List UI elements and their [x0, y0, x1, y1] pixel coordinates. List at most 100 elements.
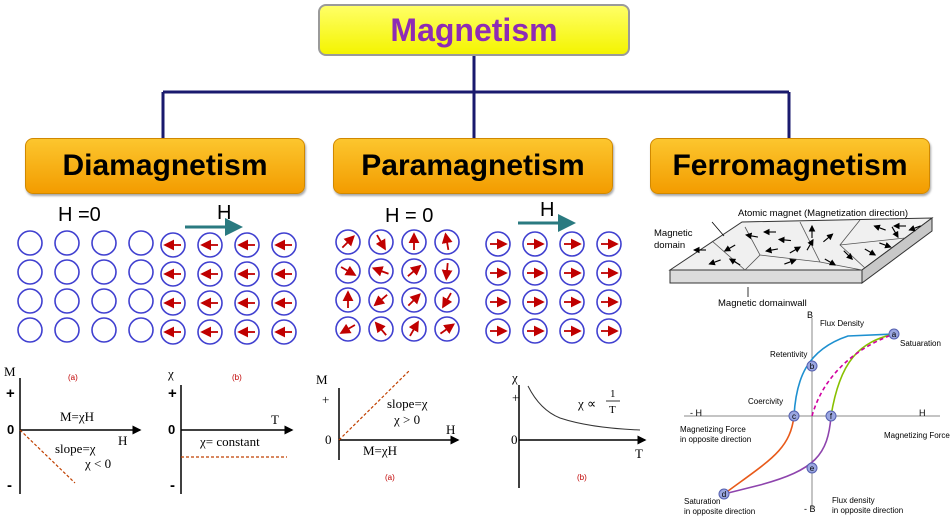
hysteresis-points: a b c d e f: [718, 328, 900, 500]
hyst-neg-b: - B: [804, 504, 816, 514]
para-h0-dipole: [368, 316, 394, 342]
para-a-cond: χ > 0: [393, 412, 420, 427]
para-h-dipole: [522, 289, 548, 315]
dia-a-tag: (a): [68, 373, 78, 382]
para-h-dipole: [522, 260, 548, 286]
dia-a-eq: M=χH: [60, 409, 94, 424]
dia-h0-dipole: [128, 259, 154, 285]
dia-graph-b: χ + 0 - T (b) χ= constant: [167, 366, 294, 494]
domain-arrow: [879, 242, 892, 249]
para-h-dipole: [559, 231, 585, 257]
para-h-dipole: [485, 289, 511, 315]
dia-grid-with-field: [160, 232, 297, 345]
dia-h0-dipole: [17, 317, 43, 343]
para-b-eq: χ ∝: [577, 396, 596, 411]
para-grid-with-field: [485, 231, 622, 344]
para-h0-dipole: [335, 316, 361, 342]
para-a-axis-x: H: [446, 422, 455, 437]
para-graph-b: χ + 0 T χ ∝ 1 T (b): [511, 370, 647, 488]
para-a-eq: M=χH: [363, 443, 397, 458]
svg-text:a: a: [892, 330, 897, 339]
dia-h0-dipole: [54, 288, 80, 314]
paramagnetism-box: Paramagnetism: [333, 138, 613, 194]
dia-h-dipole: [234, 261, 260, 287]
domain-arrow: [728, 258, 741, 266]
dia-a-cond: χ < 0: [84, 456, 111, 471]
dia-h0-dipole: [91, 230, 117, 256]
hyst-h-axis: H: [919, 408, 926, 418]
hysteresis-point-d: d: [718, 488, 730, 500]
domain-arrow: [843, 250, 854, 261]
para-a-tag: (a): [385, 473, 395, 482]
para-h0-dipole: [335, 287, 361, 313]
domain-arrow: [745, 232, 759, 240]
svg-text:c: c: [792, 412, 796, 421]
para-h0-dipole: [368, 229, 394, 255]
dia-b-zero: 0: [168, 422, 175, 437]
dia-a-axis-y: M: [4, 364, 16, 379]
para-a-plus: +: [322, 392, 329, 407]
dia-h0-dipole: [17, 288, 43, 314]
ferro-domain-wall: Magnetic domainwall: [718, 298, 807, 309]
dia-h-dipole: [160, 319, 186, 345]
dia-grid-no-field: [17, 230, 154, 343]
hyst-sat-opp-1: Saturation: [684, 497, 720, 506]
dia-h0-dipole: [91, 317, 117, 343]
dia-b-eq: χ= constant: [199, 434, 260, 449]
dia-h0-dipole: [54, 259, 80, 285]
para-h-dipole: [559, 289, 585, 315]
hyst-sat-opp-2: in opposite direction: [684, 507, 755, 516]
para-h0-dipole: [368, 287, 394, 313]
domain-arrow: [908, 225, 921, 232]
hysteresis-point-e: e: [806, 462, 818, 474]
para-h0-dipole: [434, 287, 460, 313]
para-h0-dipole: [368, 258, 394, 284]
svg-text:f: f: [830, 412, 833, 421]
para-h0-dipole: [335, 229, 361, 255]
para-b-tag: (b): [577, 473, 587, 482]
dia-h-dipole: [197, 232, 223, 258]
hysteresis-point-b: b: [806, 360, 818, 372]
para-h0-dipole: [401, 287, 427, 313]
dia-b-tag: (b): [232, 373, 242, 382]
dia-h0-dipole: [54, 317, 80, 343]
para-b-axis-x: T: [635, 446, 643, 461]
para-b-axis-y: χ: [511, 370, 518, 385]
para-h-dipole: [559, 318, 585, 344]
para-a-slope: slope=χ: [387, 396, 428, 411]
diamagnetism-label: Diamagnetism: [62, 149, 268, 182]
dia-h0-dipole: [128, 230, 154, 256]
para-h0-label: H = 0: [385, 205, 433, 227]
hysteresis-point-f: f: [825, 410, 837, 422]
para-h-dipole: [596, 318, 622, 344]
para-h-dipole: [596, 260, 622, 286]
dia-h-dipole: [197, 319, 223, 345]
domain-arrow: [864, 248, 877, 256]
para-b-plus: +: [512, 390, 519, 405]
para-h-dipole: [522, 318, 548, 344]
para-b-curve: [527, 385, 641, 431]
para-h-dipole: [485, 318, 511, 344]
domain-arrow: [823, 233, 834, 243]
diamagnetism-box: Diamagnetism: [25, 138, 305, 194]
domain-arrow: [824, 258, 837, 266]
ferro-domain-1: Magnetic: [654, 228, 693, 239]
para-h0-dipole: [401, 229, 427, 255]
para-b-den: T: [609, 404, 616, 416]
dia-a-axis-x: H: [118, 433, 127, 448]
svg-text:b: b: [810, 362, 815, 371]
para-h-dipole: [485, 260, 511, 286]
dia-b-minus: -: [170, 477, 175, 494]
dia-h0-dipole: [128, 288, 154, 314]
para-h0-dipole: [434, 258, 460, 284]
dia-a-slope: slope=χ: [55, 441, 96, 456]
dia-a-plus: +: [6, 385, 15, 402]
paramagnetism-label: Paramagnetism: [361, 149, 585, 182]
ferro-domain-2: domain: [654, 240, 685, 251]
dia-h0-dipole: [91, 259, 117, 285]
hysteresis-point-c: c: [788, 410, 800, 422]
ferro-atomic-magnet: Atomic magnet (Magnetization direction): [738, 208, 908, 219]
para-grid-no-field: [335, 229, 460, 342]
hysteresis-point-a: a: [888, 328, 900, 340]
